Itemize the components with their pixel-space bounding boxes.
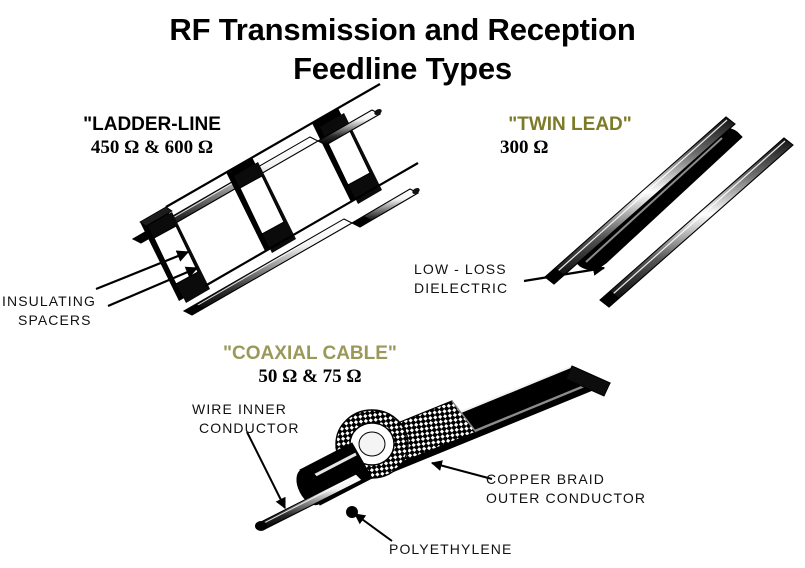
callout-low-loss-dielectric: LOW - LOSS DIELECTRIC [414,260,508,298]
callout-polyethylene-line1: POLYETHYLENE [389,541,513,557]
section-impedance-twin-lead: 300 Ω [500,137,549,158]
coax-leaders [246,431,493,542]
ladder-end-caps [374,108,420,195]
callout-copper-braid-outer-conductor: COPPER BRAID OUTER CONDUCTOR [486,470,646,508]
twin-lead-conductor-lower [544,116,736,285]
section-heading-twin-lead: "TWIN LEAD" [508,114,632,135]
callout-copper-braid-line2: OUTER CONDUCTOR [486,490,647,506]
page-title: RF Transmission and Reception Feedline T… [0,10,805,88]
callout-copper-braid-line1: COPPER BRAID [486,471,605,487]
section-impedance-coaxial-cable: 50 Ω & 75 Ω [258,366,362,387]
ladder-left-ends [133,232,204,315]
section-heading-ladder-line: "LADDER-LINE [83,114,221,135]
section-impedance-ladder-line: 450 Ω & 600 Ω [90,137,214,158]
coax-polyethylene-core [349,422,395,466]
callout-insulating-spacers: INSULATING SPACERS [2,292,96,330]
coax-inner-conductor [255,473,363,531]
page-title-line1: RF Transmission and Reception [169,12,636,47]
callout-wire-inner-conductor-line2: CONDUCTOR [199,420,300,436]
callout-insulating-spacers-line2: SPACERS [18,312,92,328]
callout-insulating-spacers-line1: INSULATING [2,293,96,309]
callout-polyethylene: POLYETHYLENE [389,540,512,559]
callout-low-loss-dielectric-line1: LOW - LOSS [414,261,507,277]
coaxial-cable-drawing [255,363,612,531]
twin-lead-drawing [544,116,794,308]
page-title-line2: Feedline Types [293,51,512,86]
twin-lead-conductor-upper [599,137,794,308]
ladder-far-rails [165,83,419,287]
section-heading-coaxial-cable: "COAXIAL CABLE" [223,343,397,364]
insulating-spacers-leaders [95,250,199,308]
low-loss-dielectric-leader [523,263,606,283]
callout-wire-inner-conductor-line1: WIRE INNER [192,401,287,417]
ladder-conductor-overlays [316,109,420,228]
callout-wire-inner-conductor: WIRE INNER CONDUCTOR [192,400,300,438]
callout-low-loss-dielectric-line2: DIELECTRIC [414,280,509,296]
